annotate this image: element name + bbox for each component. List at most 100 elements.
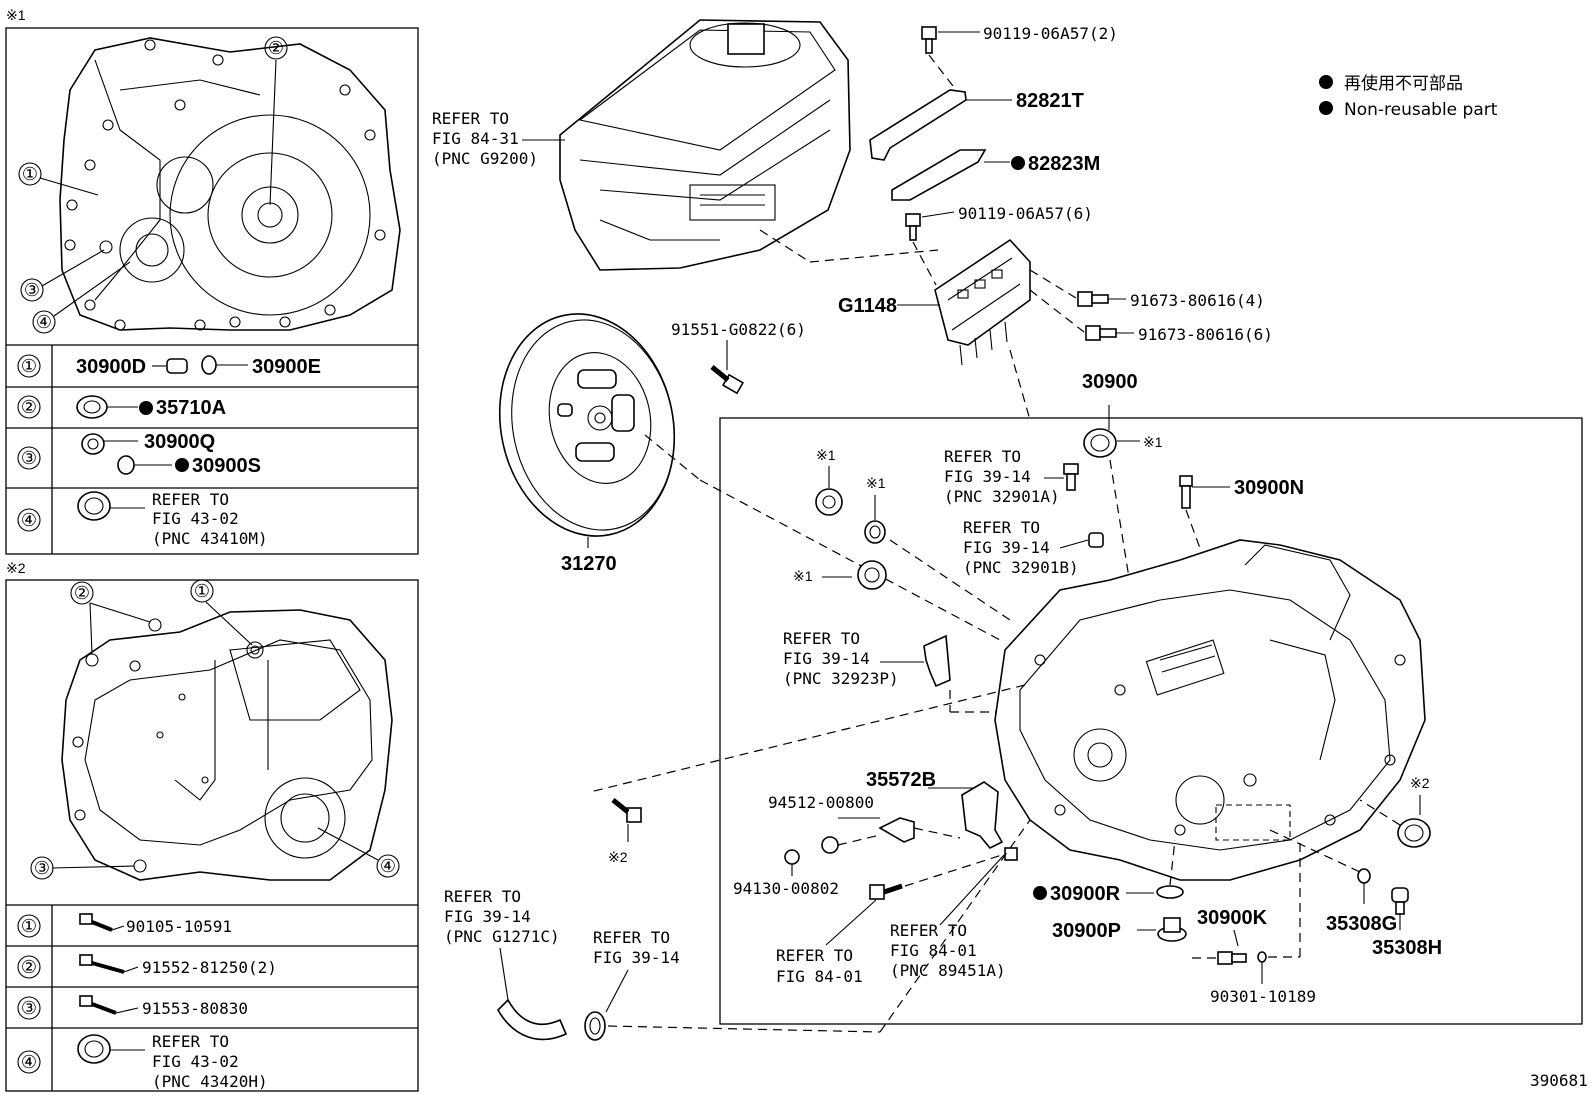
label-94130-00802: 94130-00802 xyxy=(733,879,839,898)
svg-text:REFER TO: REFER TO xyxy=(444,887,521,906)
svg-text:FIG 84-31: FIG 84-31 xyxy=(432,129,519,148)
bracket-82821t xyxy=(869,89,967,161)
bolt-91673-80616-4 xyxy=(1077,291,1109,307)
svg-text:(PNC 32901B): (PNC 32901B) xyxy=(963,558,1079,577)
inset1-row-1: ① 30900D 30900E xyxy=(17,354,321,378)
part-90105-10591: 90105-10591 xyxy=(126,917,232,936)
oring-35308g xyxy=(1357,868,1371,884)
svg-text:REFER TO: REFER TO xyxy=(776,946,853,965)
inset1-housing-drawing xyxy=(59,37,401,331)
gasket-30900r xyxy=(1156,885,1184,899)
svg-text:②: ② xyxy=(21,397,37,417)
inset2-row-1: ① 90105-10591 xyxy=(17,913,232,938)
plate-82823m xyxy=(891,149,987,201)
bolt-90119-06a57-6 xyxy=(905,213,921,241)
gasket-90301 xyxy=(1257,951,1267,963)
bolt-mark2 xyxy=(611,798,642,823)
inset2-callout-3: ③ xyxy=(34,858,50,878)
inset2-mark: ※2 xyxy=(6,560,26,576)
svg-text:③: ③ xyxy=(21,448,37,468)
svg-text:(PNC 32923P): (PNC 32923P) xyxy=(783,669,899,688)
inset1-row-4: ④ REFER TO FIG 43-02 (PNC 43410M) xyxy=(17,490,268,548)
svg-text:REFER TO: REFER TO xyxy=(963,518,1040,537)
label-35572b: 35572B xyxy=(866,769,936,791)
label-90119-06a57-2: 90119-06A57(2) xyxy=(983,24,1118,43)
svg-text:REFER TO: REFER TO xyxy=(432,109,509,128)
part-30900q: 30900Q xyxy=(144,431,215,453)
inset1-frame xyxy=(5,27,419,555)
svg-text:FIG 39-14: FIG 39-14 xyxy=(944,467,1031,486)
label-31270: 31270 xyxy=(561,553,617,575)
svg-text:④: ④ xyxy=(21,1052,37,1072)
transaxle-assembly-drawing xyxy=(994,539,1426,881)
bolt-91673-80616-6 xyxy=(1085,325,1117,341)
svg-text:FIG 43-02: FIG 43-02 xyxy=(152,1052,239,1071)
inset1-callout-4: ④ xyxy=(36,312,52,332)
svg-text:FIG 39-14: FIG 39-14 xyxy=(593,948,680,967)
svg-text:(PNC G9200): (PNC G9200) xyxy=(432,149,538,168)
ring-mark1-b xyxy=(864,520,886,544)
hose-g1271c xyxy=(497,998,568,1041)
label-82821t: 82821T xyxy=(1016,90,1084,112)
label-82823m: 82823M xyxy=(1028,153,1100,175)
label-30900k: 30900K xyxy=(1197,907,1268,929)
bolt-ref-84-01a xyxy=(869,883,903,900)
label-91551-g0822: 91551-G0822(6) xyxy=(671,320,806,339)
legend-dot-icon-2 xyxy=(1319,101,1333,115)
inset1-callout-1: ① xyxy=(22,164,38,184)
inset1-callout-3: ③ xyxy=(24,280,40,300)
damper-disc-31270 xyxy=(498,313,676,537)
nut-94130 xyxy=(784,849,800,865)
inset2-callout-2: ② xyxy=(74,583,90,603)
oil-seal-mark2 xyxy=(1397,818,1431,848)
mark-a: ※1 xyxy=(816,447,836,463)
svg-text:③: ③ xyxy=(21,998,37,1018)
inverter-drawing xyxy=(559,19,851,271)
connector-g1148 xyxy=(934,238,1031,366)
svg-text:(PNC 89451A): (PNC 89451A) xyxy=(890,961,1006,980)
label-g1148: G1148 xyxy=(838,295,897,317)
figure-id: 390681 xyxy=(1530,1071,1588,1090)
inset1-callout-2: ② xyxy=(268,38,284,58)
inset2-frame xyxy=(5,579,419,1092)
clamp-39-14 xyxy=(584,1011,606,1041)
legend-dot-icon xyxy=(1319,75,1333,89)
label-91673-80616-6: 91673-80616(6) xyxy=(1138,325,1273,344)
part-30900s: 30900S xyxy=(192,455,261,477)
plug-30900k xyxy=(1217,951,1247,965)
inset1-row-2: ② 35710A xyxy=(17,395,226,419)
ref-32901b: REFER TO FIG 39-14 (PNC 32901B) xyxy=(963,518,1079,577)
part-35710a: 35710A xyxy=(156,397,226,419)
svg-text:REFER TO: REFER TO xyxy=(152,1032,229,1051)
inset2-housing-drawing xyxy=(61,609,393,881)
label-90119-06a57-6: 90119-06A57(6) xyxy=(958,204,1093,223)
switch-35572b xyxy=(961,781,1018,861)
svg-text:④: ④ xyxy=(21,510,37,530)
inset2-row-4: ④ REFER TO FIG 43-02 (PNC 43420H) xyxy=(17,1032,268,1091)
part-91553-80830: 91553-80830 xyxy=(142,999,248,1018)
svg-text:FIG 84-01: FIG 84-01 xyxy=(776,967,863,986)
inset2-row-2: ② 91552-81250(2) xyxy=(17,954,277,979)
svg-text:(PNC G1271C): (PNC G1271C) xyxy=(444,927,560,946)
svg-text:FIG 39-14: FIG 39-14 xyxy=(444,907,531,926)
svg-text:(PNC 43420H): (PNC 43420H) xyxy=(152,1072,268,1091)
svg-text:REFER TO: REFER TO xyxy=(593,928,670,947)
ref-g9200: REFER TO FIG 84-31 (PNC G9200) xyxy=(432,109,538,168)
label-94512-00800: 94512-00800 xyxy=(768,793,874,812)
ref-g1271c: REFER TO FIG 39-14 (PNC G1271C) xyxy=(444,887,560,946)
svg-text:①: ① xyxy=(21,356,37,376)
svg-text:FIG 43-02: FIG 43-02 xyxy=(152,509,239,528)
inset1-row-3: ③ 30900Q 30900S xyxy=(17,431,261,477)
label-30900n: 30900N xyxy=(1234,477,1304,499)
label-90301-10189: 90301-10189 xyxy=(1210,987,1316,1006)
ref-84-01a: REFER TO FIG 84-01 xyxy=(776,946,863,986)
bearing-mark1-c xyxy=(857,560,887,590)
plug-35308h xyxy=(1391,887,1409,915)
svg-text:(PNC 32901A): (PNC 32901A) xyxy=(944,487,1060,506)
assembly-frame xyxy=(719,417,1583,1025)
lever-94512 xyxy=(878,817,915,843)
ref-39-14: REFER TO FIG 39-14 xyxy=(593,928,680,967)
sensor-30900n xyxy=(1179,475,1193,509)
svg-text:①: ① xyxy=(21,916,37,936)
svg-text:(PNC 43410M): (PNC 43410M) xyxy=(152,529,268,548)
